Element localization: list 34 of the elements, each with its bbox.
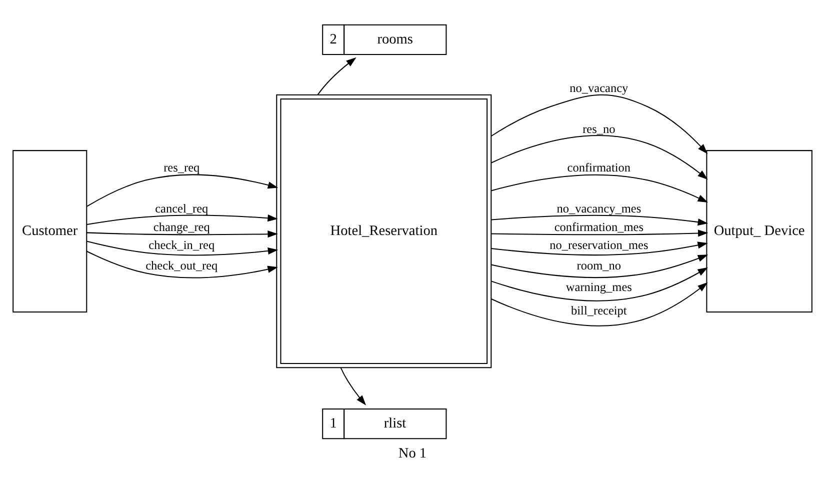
arrow [340,367,366,406]
node-box: Hotel_Reservation [276,94,492,368]
edge-label: cancel_req [154,201,208,216]
arrow [490,254,708,278]
edge-label: res_no [582,122,615,136]
arrow [490,267,708,302]
edge-label: check_in_req [148,238,214,252]
arrow [86,240,278,256]
node-box: Output_ Device [706,150,812,312]
arrow [316,57,356,96]
edge-label: warning_mes [565,280,632,294]
node-box: Customer [12,150,87,312]
arrow [490,230,708,237]
edge-label: confirmation_mes [554,220,643,234]
arrow [86,230,278,238]
edge-label: bill_receipt [570,304,626,318]
edge-label: no_reservation_mes [549,238,648,252]
arrow [86,174,278,207]
arrow [490,282,708,326]
edge-label: check_out_req [145,258,218,273]
edge-label: res_req [163,160,200,175]
edge-label: room_no [576,258,621,273]
edge-label: confirmation [566,160,630,175]
arrow [490,135,708,180]
arrow [490,242,708,256]
arrow [490,174,708,203]
edge-label: change_req [152,220,210,234]
arrow [490,214,708,226]
edge-label: no_vacancy [569,80,628,95]
caption: No 1 [398,446,426,462]
arrow [86,214,278,226]
arrow [490,94,708,154]
edge-label: no_vacancy_mes [556,201,641,216]
arrow [86,250,278,278]
